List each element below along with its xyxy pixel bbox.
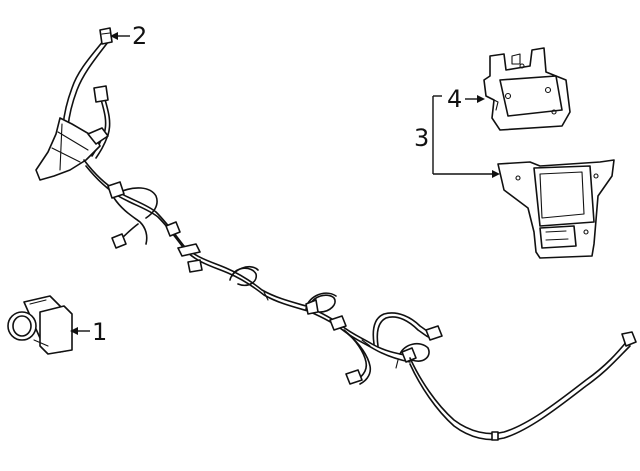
control-module-part-3 (497, 159, 615, 259)
svg-text:3: 3 (414, 124, 429, 152)
callout-4: 4 (447, 85, 485, 113)
callout-2: 2 (110, 22, 147, 50)
connector (187, 259, 203, 273)
connector (305, 299, 319, 315)
svg-text:4: 4 (447, 85, 462, 113)
connector (401, 347, 417, 363)
callout-1: 1 (70, 318, 107, 346)
connector (345, 369, 363, 385)
connector (165, 221, 181, 237)
module-bracket-part-4 (483, 47, 571, 131)
svg-text:1: 1 (92, 318, 107, 346)
connector (177, 243, 201, 257)
parking-sensor-part-1 (7, 295, 73, 355)
svg-text:2: 2 (132, 22, 147, 50)
connector (111, 233, 127, 249)
connector (329, 315, 347, 331)
connector (621, 331, 637, 347)
wiring-harness (35, 39, 637, 441)
connector (425, 325, 443, 341)
callout-3: 3 (414, 95, 500, 178)
connector (107, 181, 125, 199)
connector-part-2 (99, 27, 113, 45)
connector-branch-top (93, 85, 109, 103)
